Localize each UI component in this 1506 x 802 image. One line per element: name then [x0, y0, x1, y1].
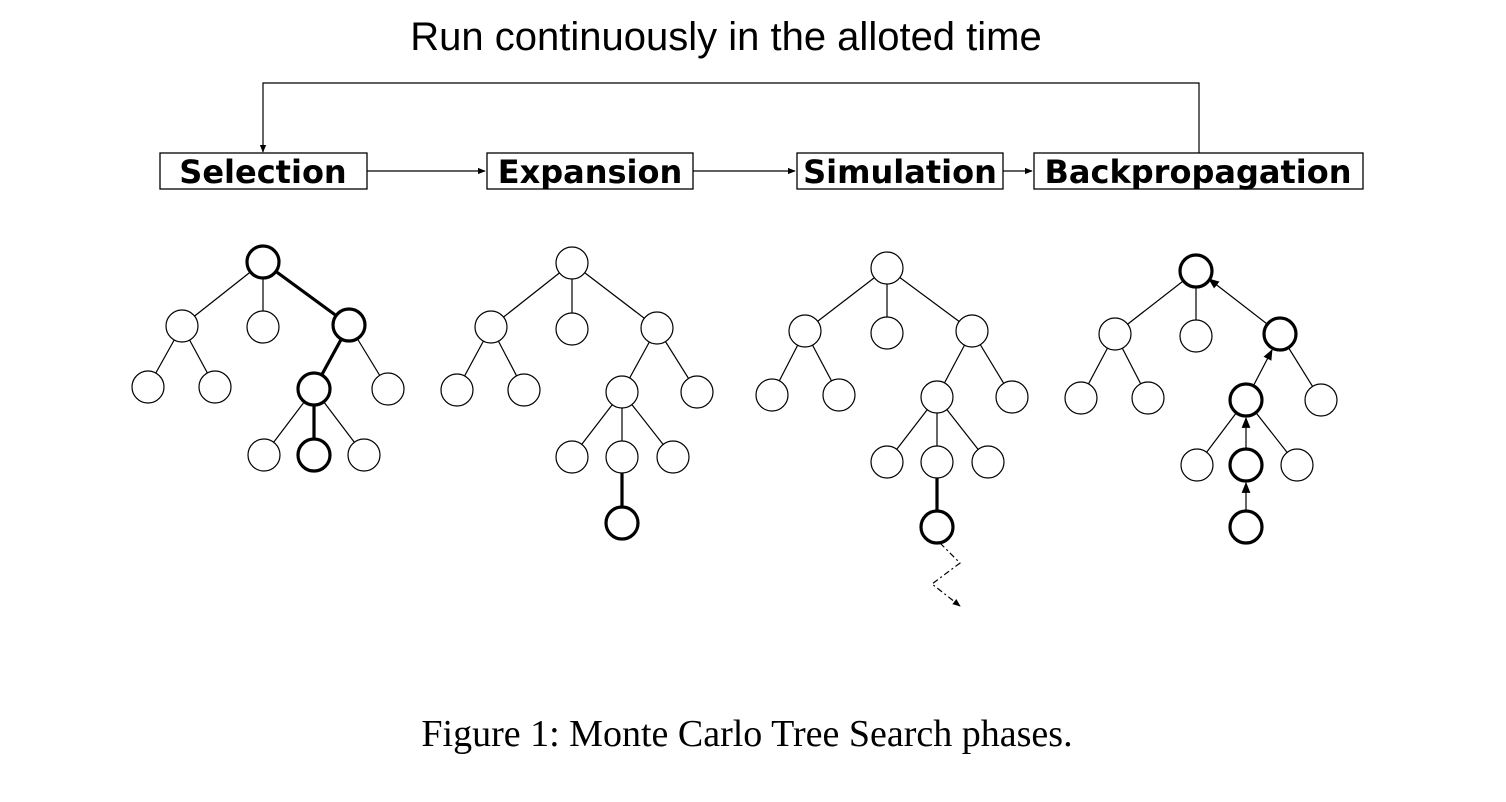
selection-node [347, 438, 381, 472]
simulation-node [870, 445, 904, 479]
selection-node [247, 438, 281, 472]
backprop-node [1304, 383, 1338, 417]
diagram-title: Run continuously in the alloted time [410, 15, 1041, 59]
simulation-node [920, 445, 954, 479]
simulation-node [788, 314, 822, 348]
phase-simulation: Simulation [796, 152, 1004, 191]
simulation-start-node [919, 509, 955, 545]
simulation-node [971, 445, 1005, 479]
selection-leaf-node [296, 437, 332, 473]
selection-node [165, 309, 199, 343]
expansion-node [507, 373, 541, 407]
backprop-root-node [1178, 253, 1214, 289]
selection-node [131, 370, 165, 404]
simulation-node [995, 380, 1029, 414]
backpropagation-tree [1064, 253, 1338, 545]
backprop-path-node [1262, 316, 1298, 352]
phase-label-expansion: Expansion [498, 153, 683, 191]
expansion-node [680, 375, 714, 409]
figure-caption: Figure 1: Monte Carlo Tree Search phases… [421, 713, 1072, 755]
expansion-node [440, 373, 474, 407]
simulation-tree [755, 251, 1029, 607]
rollout-zigzag-arrow [931, 542, 961, 607]
selection-node [198, 370, 232, 404]
phase-label-selection: Selection [179, 153, 346, 191]
expansion-node [555, 312, 589, 346]
simulation-node [920, 380, 954, 414]
phase-label-simulation: Simulation [803, 153, 997, 191]
expansion-tree [440, 246, 714, 541]
backprop-node [1064, 381, 1098, 415]
backprop-path-node [1228, 382, 1264, 418]
backprop-node [1280, 448, 1314, 482]
expansion-node [474, 310, 508, 344]
backprop-leaf-node [1228, 509, 1264, 545]
expansion-new-node [604, 505, 640, 541]
backprop-node [1131, 381, 1165, 415]
simulation-node [955, 314, 989, 348]
selection-node [371, 372, 405, 406]
loop-back-arrow [259, 82, 1200, 153]
selection-path-node [331, 307, 367, 343]
simulation-node [755, 378, 789, 412]
phase-selection: Selection [159, 152, 368, 191]
expansion-node [640, 311, 674, 345]
selection-tree [131, 244, 405, 473]
expansion-node [555, 440, 589, 474]
backprop-node [1098, 317, 1132, 351]
simulation-node [870, 316, 904, 350]
selection-node [246, 310, 280, 344]
expansion-node [605, 375, 639, 409]
expansion-node [656, 440, 690, 474]
expansion-node [605, 440, 639, 474]
backprop-path-node [1228, 447, 1264, 483]
backprop-node [1179, 319, 1213, 353]
backprop-node [1180, 448, 1214, 482]
expansion-root-node [555, 246, 589, 280]
phase-backpropagation: Backpropagation [1033, 152, 1364, 191]
simulation-node [822, 378, 856, 412]
selection-path-node [296, 371, 332, 407]
phase-expansion: Expansion [486, 152, 694, 191]
simulation-root-node [870, 251, 904, 285]
selection-root-node [245, 244, 281, 280]
phase-label-backpropagation: Backpropagation [1045, 153, 1352, 191]
